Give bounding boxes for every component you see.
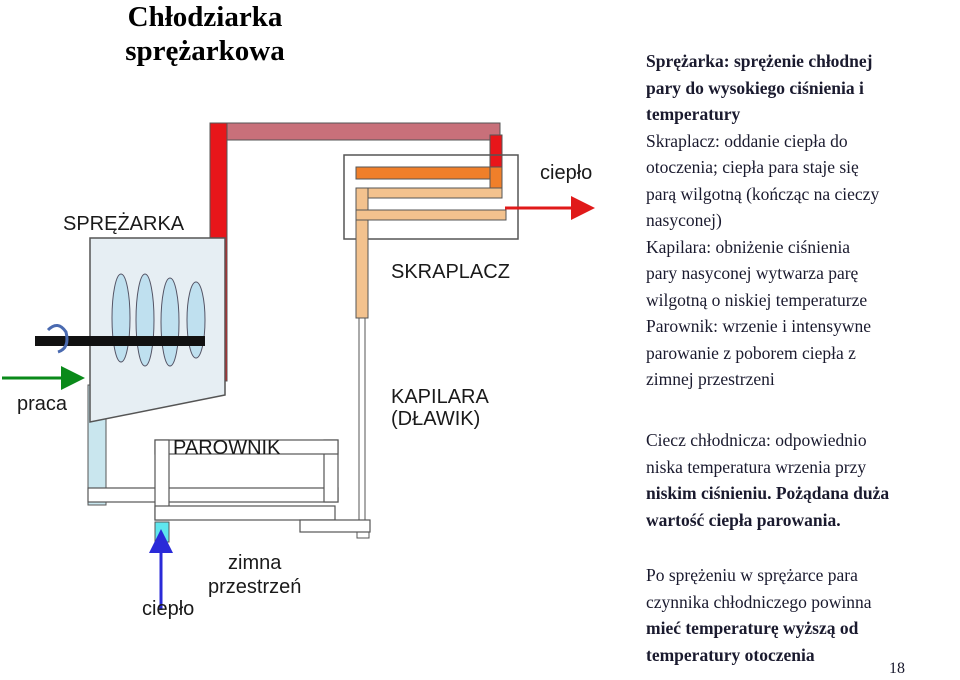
- page-number: 18: [889, 660, 905, 677]
- capillary-label: KAPILARA (DŁAWIK): [391, 386, 489, 430]
- desc-line: otoczenia; ciepła para staje się: [646, 157, 859, 177]
- desc-line: Ciecz chłodnicza: odpowiednio: [646, 430, 867, 450]
- description-block-3: Po sprężeniu w sprężarce para czynnika c…: [646, 562, 871, 668]
- desc-line: parowanie z poborem ciepła z: [646, 342, 856, 363]
- capillary-tube: [356, 317, 370, 539]
- work-label: praca: [17, 393, 68, 415]
- description-block-2: Ciecz chłodnicza: odpowiednio niska temp…: [646, 427, 889, 533]
- desc-line: Kapilara: obniżenie ciśnienia: [646, 236, 851, 257]
- title-line-2: sprężarkowa: [125, 35, 285, 67]
- desc-line: wilgotną o niskiej temperaturze: [646, 289, 868, 310]
- desc-line: Skraplacz: oddanie ciepła do: [646, 130, 848, 151]
- desc-line: niska temperatura wrzenia przy: [646, 456, 867, 477]
- desc-line: temperatury: [646, 104, 741, 124]
- desc-line: zimnej przestrzeni: [646, 369, 775, 389]
- desc-line: pary nasyconej wytwarza parę: [646, 263, 859, 283]
- desc-line: temperatury otoczenia: [646, 644, 815, 665]
- capillary-label-line-1: KAPILARA: [391, 386, 489, 408]
- desc-line: czynnika chłodniczego powinna: [646, 591, 872, 612]
- cold-space-label-line-1: zimna: [228, 552, 282, 574]
- desc-line: parą wilgotną (kończąc na cieczy: [646, 183, 880, 204]
- cold-space-label-line-2: przestrzeń: [208, 576, 302, 598]
- page-title: Chłodziarka sprężarkowa: [100, 0, 310, 68]
- description-block-1: Sprężarka: sprężenie chłodnej pary do wy…: [646, 48, 879, 393]
- desc-line: niskim ciśnieniu. Pożądana duża: [646, 483, 890, 503]
- desc-line: nasyconej): [646, 210, 722, 230]
- condenser-coil: [343, 154, 519, 319]
- compressor-label: SPRĘŻARKA: [63, 213, 185, 235]
- heat-in-label: ciepło: [142, 598, 195, 620]
- cold-space-label: zimna przestrzeń: [208, 551, 301, 599]
- evaporator-label: PAROWNIK: [173, 437, 281, 459]
- compressor: [35, 237, 226, 423]
- desc-line: Sprężarka: sprężenie chłodnej: [646, 51, 873, 71]
- capillary-label-line-2: (DŁAWIK): [391, 408, 481, 430]
- desc-line: Po sprężeniu w sprężarce para: [646, 565, 858, 585]
- desc-line: wartość ciepła parowania.: [646, 509, 841, 530]
- evaporator-coil: [87, 384, 371, 543]
- desc-line: mieć temperaturę wyższą od: [646, 618, 859, 638]
- desc-line: Parownik: wrzenie i intensywne: [646, 316, 872, 336]
- condenser-label: SKRAPLACZ: [391, 261, 510, 283]
- title-line-1: Chłodziarka: [127, 1, 283, 33]
- desc-line: pary do wysokiego ciśnienia i: [646, 77, 864, 98]
- heat-out-label: ciepło: [540, 162, 593, 184]
